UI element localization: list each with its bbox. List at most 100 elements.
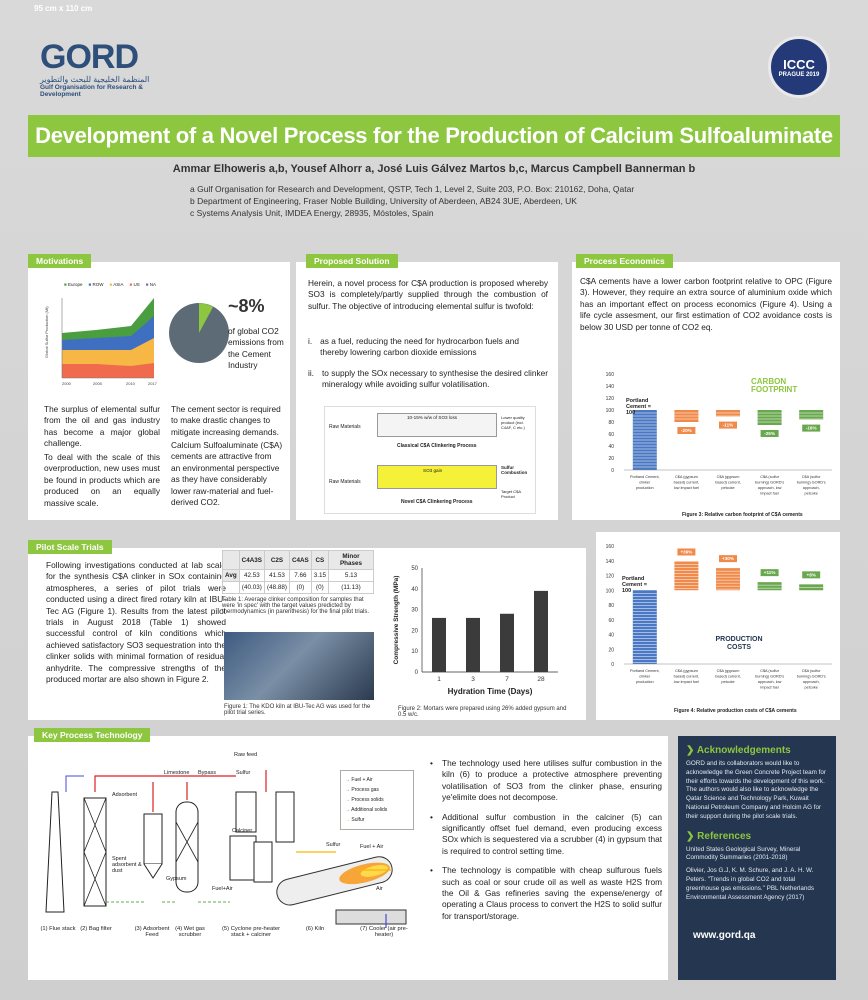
website-link[interactable]: www.gord.qa [693,930,756,941]
legend-item: ■ Europe [64,282,83,287]
x-tick-label: Portland Cement, [630,669,660,673]
logo-subtitle: Gulf Organisation for Research & Develop… [40,84,143,98]
y-tick-label: 40 [608,444,614,450]
data-label: +30% [722,556,734,561]
poster-size-note: 95 cm x 110 cm [34,4,93,13]
x-tick-label: petcoke [805,686,818,690]
x-tick-label: Portland Cement, [630,475,660,479]
label-air: Air [376,886,383,892]
label-calciner: Calciner [232,828,253,834]
proposed-solution-panel: Herein, a novel process for C$A producti… [296,262,558,520]
bar [716,410,740,417]
data-label: +8% [807,572,816,577]
x-tick-label: based) current, [674,675,700,679]
data-label: -25% [764,431,775,436]
table-cell: (0) [288,581,312,594]
bar [500,613,514,672]
x-tick-label: impact fuel [760,686,779,690]
table-row: (40.03) (48.88) (0) (0) (11.13) [222,581,374,594]
table-header: C2S [263,550,290,570]
y-tick-label: 50 [411,566,418,572]
proposed-item-1: i.as a fuel, reducing the need for hydro… [308,336,519,358]
x-tick-label: 1 [437,676,441,683]
gord-logo: GORD المنظمة الخليجية للبحث والتطوير Gul… [40,38,180,98]
acknowledgements-text: GORD and its collaborators would like to… [686,760,827,820]
x-tick-label: C$A (sulfur [760,475,780,479]
x-tick-label: impact fuel [760,492,779,496]
motivations-left-text-1: The surplus of elemental sulfur from the… [44,404,160,449]
clinkering-diagram: Raw Materials 10-15% w/w of SO3 loss Low… [324,406,536,514]
unit-kiln: (6) Kiln [305,926,325,932]
table-header: Minor Phases [328,550,374,570]
motivations-panel: Global Sulfur Production (Mt) 2000 2005 … [28,262,290,520]
co2-percent-caption: of global CO2 emissions from the Cement … [228,326,284,371]
label-bypass: Bypass [198,770,217,776]
svg-text:2017: 2017 [148,381,158,386]
x-tick-label: based) current, [715,481,741,485]
legend-item: → Fuel + Air [345,777,373,783]
label-raw-feed: Raw feed [234,752,258,758]
kiln-photo [224,632,374,700]
chevron-right-icon: ❯ [686,830,695,842]
data-label-bg [760,569,779,577]
x-tick-label: production [636,486,654,490]
legend-item: ■ US [129,282,140,287]
sulfur-chart-legend: ■ Europe ■ ROW ■ ASIA ■ US ■ NA [64,282,156,287]
portland-label-fig3: Portland Cement = 100 [626,398,651,416]
data-label-bg [760,430,779,437]
x-tick-label: burning) GORD's [755,481,784,485]
svg-text:2010: 2010 [126,381,136,386]
list-item: Additional sulfur combustion in the calc… [426,812,662,858]
table-cell: 42.53 [238,569,265,582]
pie-icon [168,302,230,369]
table-cell: 7.66 [288,569,312,582]
label-limestone: Limestone [164,770,190,776]
legend-item: → Additional solids [345,807,388,813]
y-tick-label: 100 [606,408,615,414]
chevron-right-icon: ❯ [686,745,695,756]
label-fuel-air-2: Fuel + Air [360,844,384,850]
data-label-bg [802,424,821,432]
y-tick-label: 10 [411,649,418,655]
x-tick-label: C$A (gypsum [675,669,698,673]
unit-cooler: (7) Cooler (air pre-heater) [360,926,408,938]
unit-flue-stack: (1) Flue stack [40,926,76,932]
x-tick-label: 28 [537,676,545,683]
y-tick-label: 20 [411,628,418,634]
x-tick-label: C$A (gypsum [717,669,740,673]
svg-text:2005: 2005 [93,381,103,386]
affiliation-a: a Gulf Organisation for Research and Dev… [190,184,635,194]
table-cell: (40.03) [238,581,265,594]
y-tick-label: 120 [606,574,615,580]
x-tick-label: approach, [803,680,820,684]
classical-kiln-box [377,413,497,437]
svg-text:Global Sulfur Production (Mt): Global Sulfur Production (Mt) [44,306,49,358]
legend-item: → Process gas [345,787,379,793]
legend-item: ■ NA [145,282,156,287]
x-tick-label: C$A (sulfur [802,669,822,673]
table-cell: Avg [222,569,240,582]
table-cell: 3.15 [310,569,330,582]
table-cell [222,581,240,594]
y-tick-label: 0 [611,468,614,474]
iccc-seal-title: ICCC [783,57,815,72]
logo-wordmark: GORD [40,38,139,76]
unit-adsorbent-feed: (3) Adsorbent Feed [134,926,170,938]
proposed-solution-tag: Proposed Solution [306,254,398,268]
x-tick-label: approach, low [758,486,782,490]
iccc-seal: ICCC PRAGUE 2019 [768,36,830,98]
bar [757,582,782,591]
x-tick-label: low impact fuel [674,486,699,490]
affiliation-b: b Department of Engineering, Fraser Nobl… [190,196,577,206]
figure-1-caption: Figure 1: The KDO kiln at IBU-Tec AG was… [224,704,371,716]
table-cell: 5.13 [328,569,374,582]
bar [632,590,657,664]
list-item: The technology is compatible with cheap … [426,865,662,922]
table-cell: (48.88) [263,581,290,594]
table-cell: (11.13) [328,581,374,594]
x-tick-label: clinker [639,481,651,485]
y-axis-label: Compressive Strength (MPa) [393,576,400,665]
